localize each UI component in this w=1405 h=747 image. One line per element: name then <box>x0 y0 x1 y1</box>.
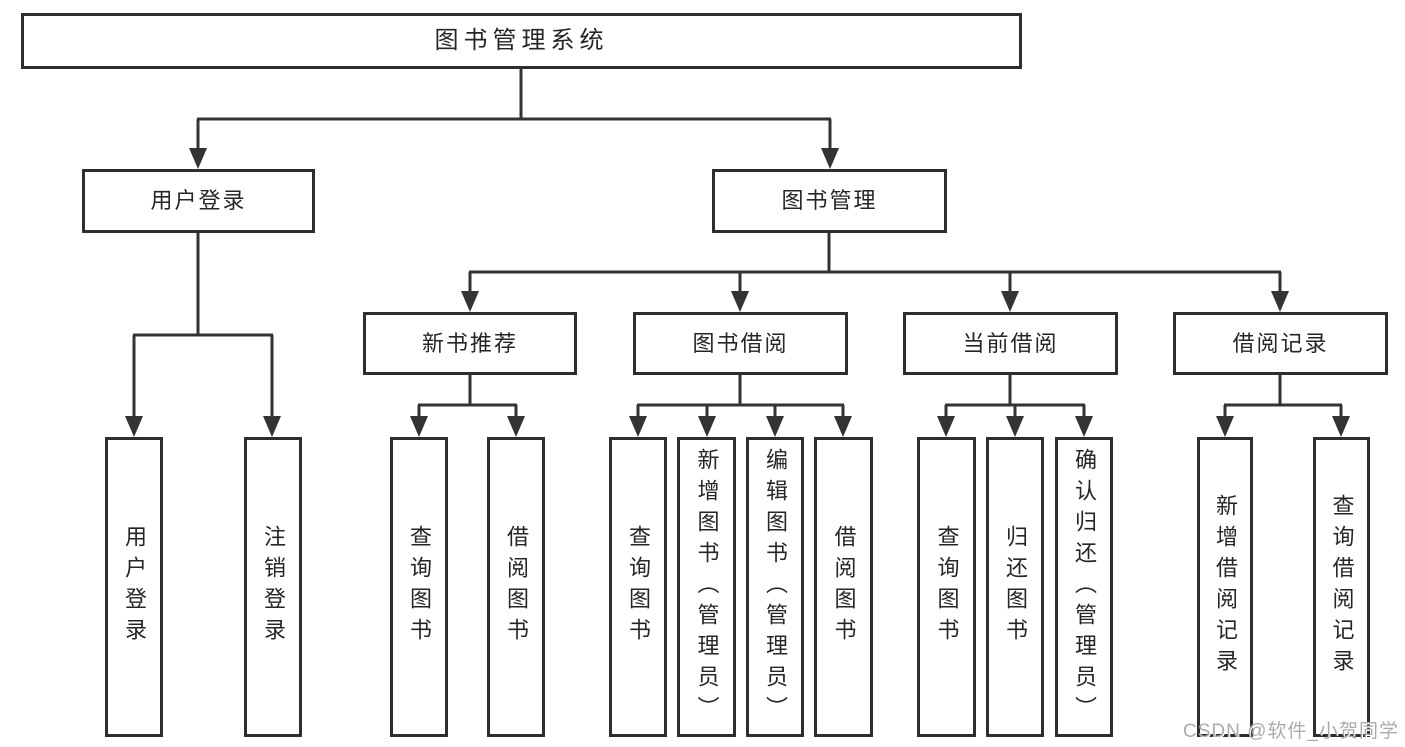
node-current-borrow: 当前借阅 <box>903 312 1118 375</box>
node-book-management-label: 图书管理 <box>781 188 878 213</box>
leaf-edit-books-admin-label: 编辑图书（管理员） <box>763 447 788 727</box>
leaf-query-borrow-record-label: 查询借阅记录 <box>1329 494 1355 680</box>
leaf-add-borrow-record-label: 新增借阅记录 <box>1213 494 1238 680</box>
leaf-query-books-recommend-label: 查询图书 <box>407 525 432 649</box>
leaf-user-login-label: 用户登录 <box>122 525 147 649</box>
leaf-borrow-books-recommend-label: 借阅图书 <box>504 525 529 649</box>
leaf-borrow-books-label: 借阅图书 <box>831 525 857 649</box>
node-library-system: 图书管理系统 <box>21 13 1022 69</box>
node-library-system-label: 图书管理系统 <box>434 27 609 54</box>
leaf-confirm-return-admin: 确认归还（管理员） <box>1055 437 1113 737</box>
leaf-borrow-books: 借阅图书 <box>814 437 873 737</box>
leaf-user-login: 用户登录 <box>105 437 163 737</box>
node-book-borrow: 图书借阅 <box>633 312 848 375</box>
leaf-add-books-admin-label: 新增图书（管理员） <box>694 447 720 727</box>
node-borrow-records: 借阅记录 <box>1173 312 1388 375</box>
leaf-logout-label: 注销登录 <box>261 525 286 649</box>
leaf-return-books-label: 归还图书 <box>1003 525 1028 649</box>
leaf-add-borrow-record: 新增借阅记录 <box>1197 437 1253 737</box>
leaf-query-books-borrow-label: 查询图书 <box>626 525 651 649</box>
leaf-confirm-return-admin-label: 确认归还（管理员） <box>1072 447 1097 727</box>
leaf-return-books: 归还图书 <box>986 437 1044 737</box>
node-book-management: 图书管理 <box>712 169 947 233</box>
node-new-book-recommend: 新书推荐 <box>363 312 577 375</box>
leaf-query-books-recommend: 查询图书 <box>390 437 448 737</box>
node-book-borrow-label: 图书借阅 <box>692 330 789 356</box>
leaf-query-books-current-label: 查询图书 <box>934 525 960 649</box>
node-borrow-records-label: 借阅记录 <box>1232 330 1329 356</box>
node-current-borrow-label: 当前借阅 <box>962 330 1059 356</box>
leaf-query-borrow-record: 查询借阅记录 <box>1313 437 1370 737</box>
node-user-login-label: 用户登录 <box>150 188 247 213</box>
node-new-book-recommend-label: 新书推荐 <box>421 330 518 356</box>
node-user-login: 用户登录 <box>82 169 315 233</box>
leaf-edit-books-admin: 编辑图书（管理员） <box>746 437 804 737</box>
leaf-borrow-books-recommend: 借阅图书 <box>487 437 545 737</box>
leaf-add-books-admin: 新增图书（管理员） <box>677 437 736 737</box>
leaf-query-books-current: 查询图书 <box>917 437 976 737</box>
leaf-logout: 注销登录 <box>244 437 302 737</box>
watermark: CSDN @软件_小贺同学 <box>1183 721 1399 742</box>
leaf-query-books-borrow: 查询图书 <box>609 437 667 737</box>
